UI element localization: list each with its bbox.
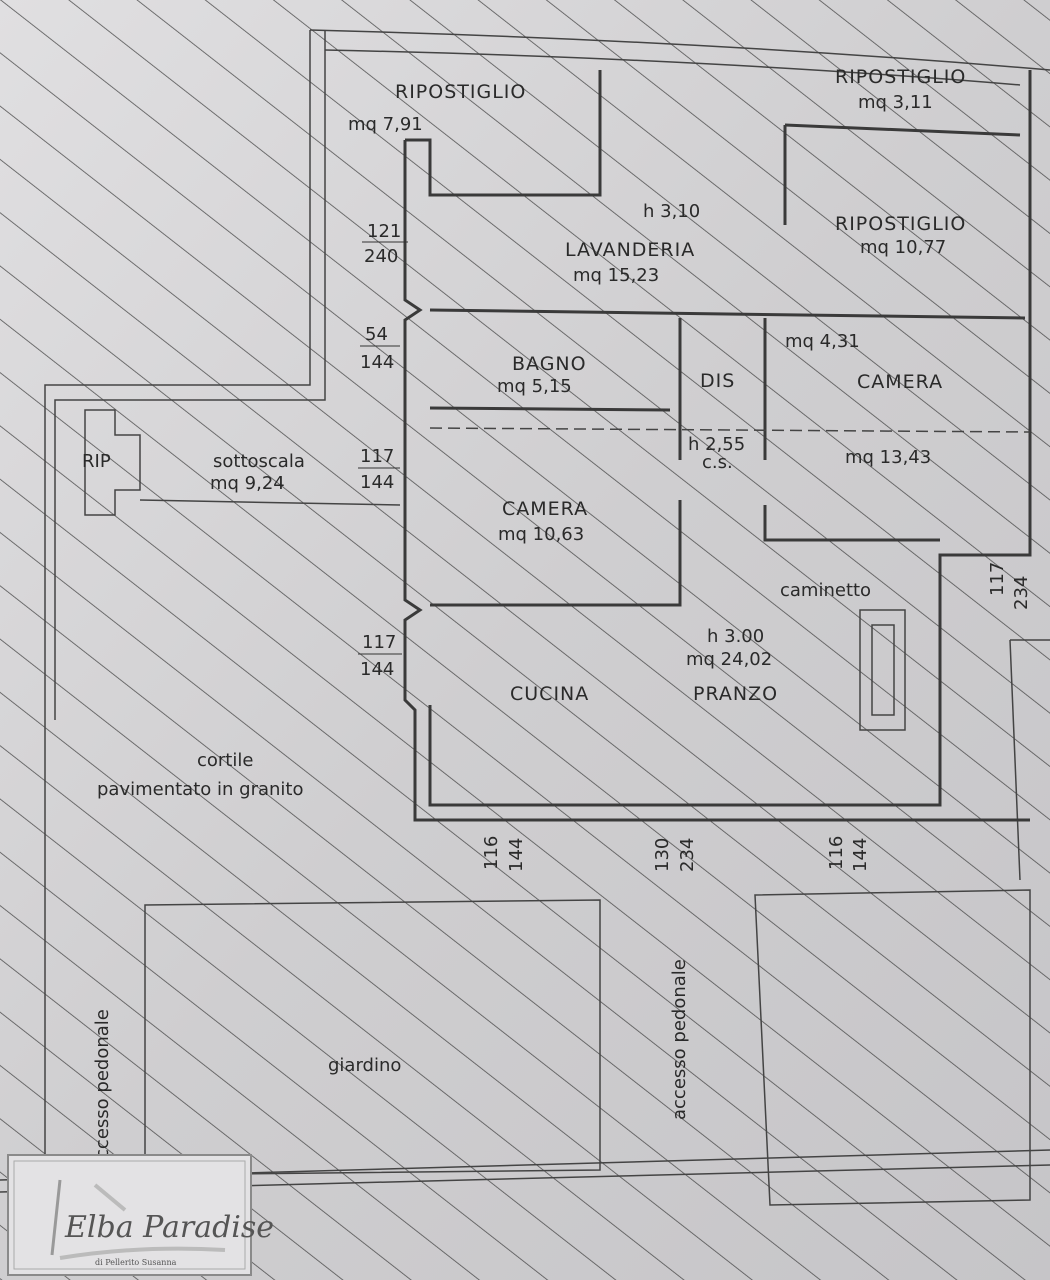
room-name: LAVANDERIA [565,239,695,261]
building-walls [84,70,1032,822]
room-area: mq 9,24 [210,473,285,494]
dim-bottom: 144 [360,659,394,680]
room-name: CAMERA [502,498,588,520]
room-height: h 3.00 [707,626,764,647]
room-area: mq 15,23 [573,265,659,286]
room-sottoscala: sottoscala mq 9,24 [210,451,305,494]
room-name: sottoscala [213,451,305,472]
room-cucina-pranzo: h 3.00 mq 24,02 CUCINA PRANZO [510,626,778,705]
room-height: h 2,55 [688,434,745,455]
room-name: RIPOSTIGLIO [835,66,966,88]
logo-subtitle: di Pellerito Susanna [95,1258,177,1267]
room-name-pranzo: PRANZO [693,683,778,705]
accesso-pedonale-left: accesso pedonale [92,1009,113,1170]
room-area: mq 13,43 [845,447,931,468]
room-ripostiglio-3: RIPOSTIGLIO mq 10,77 [835,213,966,258]
dim-bottom: 234 [1011,576,1032,610]
dim-bottom: 234 [677,838,698,872]
dim-top: 117 [360,446,394,467]
room-name: RIPOSTIGLIO [835,213,966,235]
room-bagno: BAGNO mq 5,15 [497,353,587,397]
dim-bottom: 144 [360,352,394,373]
dim-top: 117 [362,632,396,653]
dim-top: 130 [652,838,673,872]
room-area: mq 24,02 [686,649,772,670]
room-name: RIP [82,451,111,472]
room-dis: mq 4,31 DIS h 2,55 c.s. [688,331,860,473]
logo-title: Elba Paradise [64,1210,274,1245]
dim-top: 116 [826,836,847,870]
area-name: cortile [197,750,253,771]
room-camera-1: CAMERA mq 13,43 [845,371,943,468]
dim-bottom: 144 [850,838,871,872]
dim-top: 54 [365,324,388,345]
caminetto-label: caminetto [780,580,871,601]
room-area: mq 10,63 [498,524,584,545]
room-name: DIS [700,370,735,392]
room-name: RIPOSTIGLIO [395,81,526,103]
accesso-pedonale-center: accesso pedonale [669,959,690,1120]
room-camera-2: CAMERA mq 10,63 [498,498,588,545]
room-rip: RIP [82,451,111,472]
dim-bottom: 144 [360,472,394,493]
room-area: mq 3,11 [858,92,933,113]
room-area: mq 10,77 [860,237,946,258]
area-cortile: cortile pavimentato in granito [97,750,303,800]
agency-logo: Elba Paradise di Pellerito Susanna [7,1154,274,1276]
room-name-cucina: CUCINA [510,683,589,705]
room-lavanderia: h 3,10 LAVANDERIA mq 15,23 [565,201,700,286]
room-note: c.s. [702,452,733,473]
room-area: mq 7,91 [348,114,423,135]
room-height: h 3,10 [643,201,700,222]
room-ripostiglio-1: RIPOSTIGLIO mq 7,91 [348,81,526,135]
dim-top: 116 [481,836,502,870]
opening-dimensions: 121 240 54 144 117 144 117 144 117 234 1… [358,221,1032,872]
dim-bottom: 240 [364,246,398,267]
room-name: BAGNO [512,353,587,375]
dim-bottom: 144 [506,838,527,872]
room-area: mq 5,15 [497,376,572,397]
room-area: mq 4,31 [785,331,860,352]
dim-top: 117 [987,562,1008,596]
room-name: CAMERA [857,371,943,393]
dim-top: 121 [367,221,401,242]
giardino-label: giardino [328,1055,401,1076]
area-description: pavimentato in granito [97,779,303,800]
room-ripostiglio-2: RIPOSTIGLIO mq 3,11 [835,66,966,113]
